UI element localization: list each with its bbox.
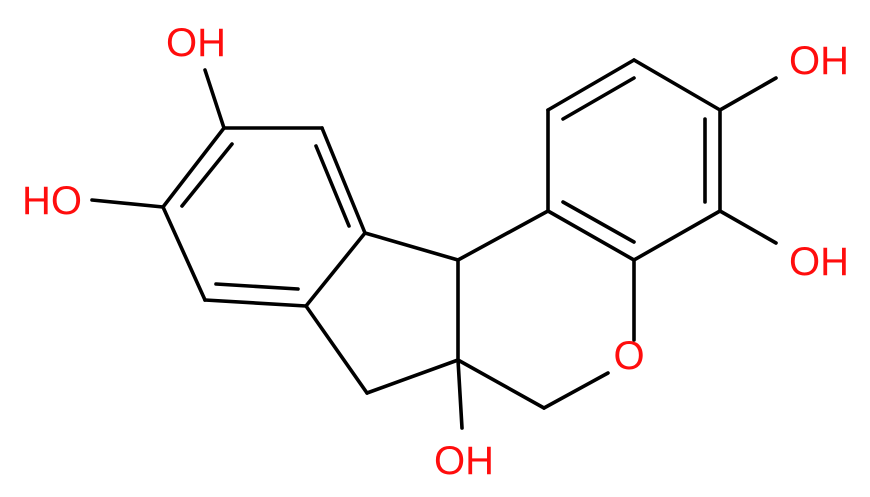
bonds [90, 58, 778, 430]
hydroxyl-label: OH [166, 21, 226, 65]
bond [161, 126, 226, 209]
bond [363, 231, 460, 262]
bond [203, 298, 308, 308]
bond [456, 358, 546, 410]
bond-inner [314, 144, 351, 228]
hydroxyl-label: OH [789, 240, 849, 284]
bond [456, 358, 464, 430]
bond-inner [214, 282, 300, 291]
bond [365, 358, 460, 395]
bond [718, 209, 778, 245]
bond [718, 76, 778, 112]
atom-labels: OH HO OH OH O OH [22, 21, 849, 483]
ring-oxygen-label: O [613, 334, 644, 378]
hydroxyl-label: OH [434, 439, 494, 483]
bond [304, 304, 369, 395]
bond [542, 371, 610, 410]
bond [546, 58, 636, 112]
hydroxyl-label: HO [22, 179, 82, 223]
hydroxyl-label: OH [789, 39, 849, 83]
bond [632, 209, 722, 262]
bond-inner [561, 200, 636, 244]
bond [546, 209, 636, 262]
bond [304, 231, 367, 308]
bond [456, 209, 550, 262]
bond [161, 205, 207, 302]
bond-inner [561, 76, 636, 121]
bond [632, 58, 722, 112]
bond-inner [180, 142, 234, 208]
bond [203, 68, 226, 130]
bond [320, 126, 367, 235]
bond [90, 198, 165, 209]
